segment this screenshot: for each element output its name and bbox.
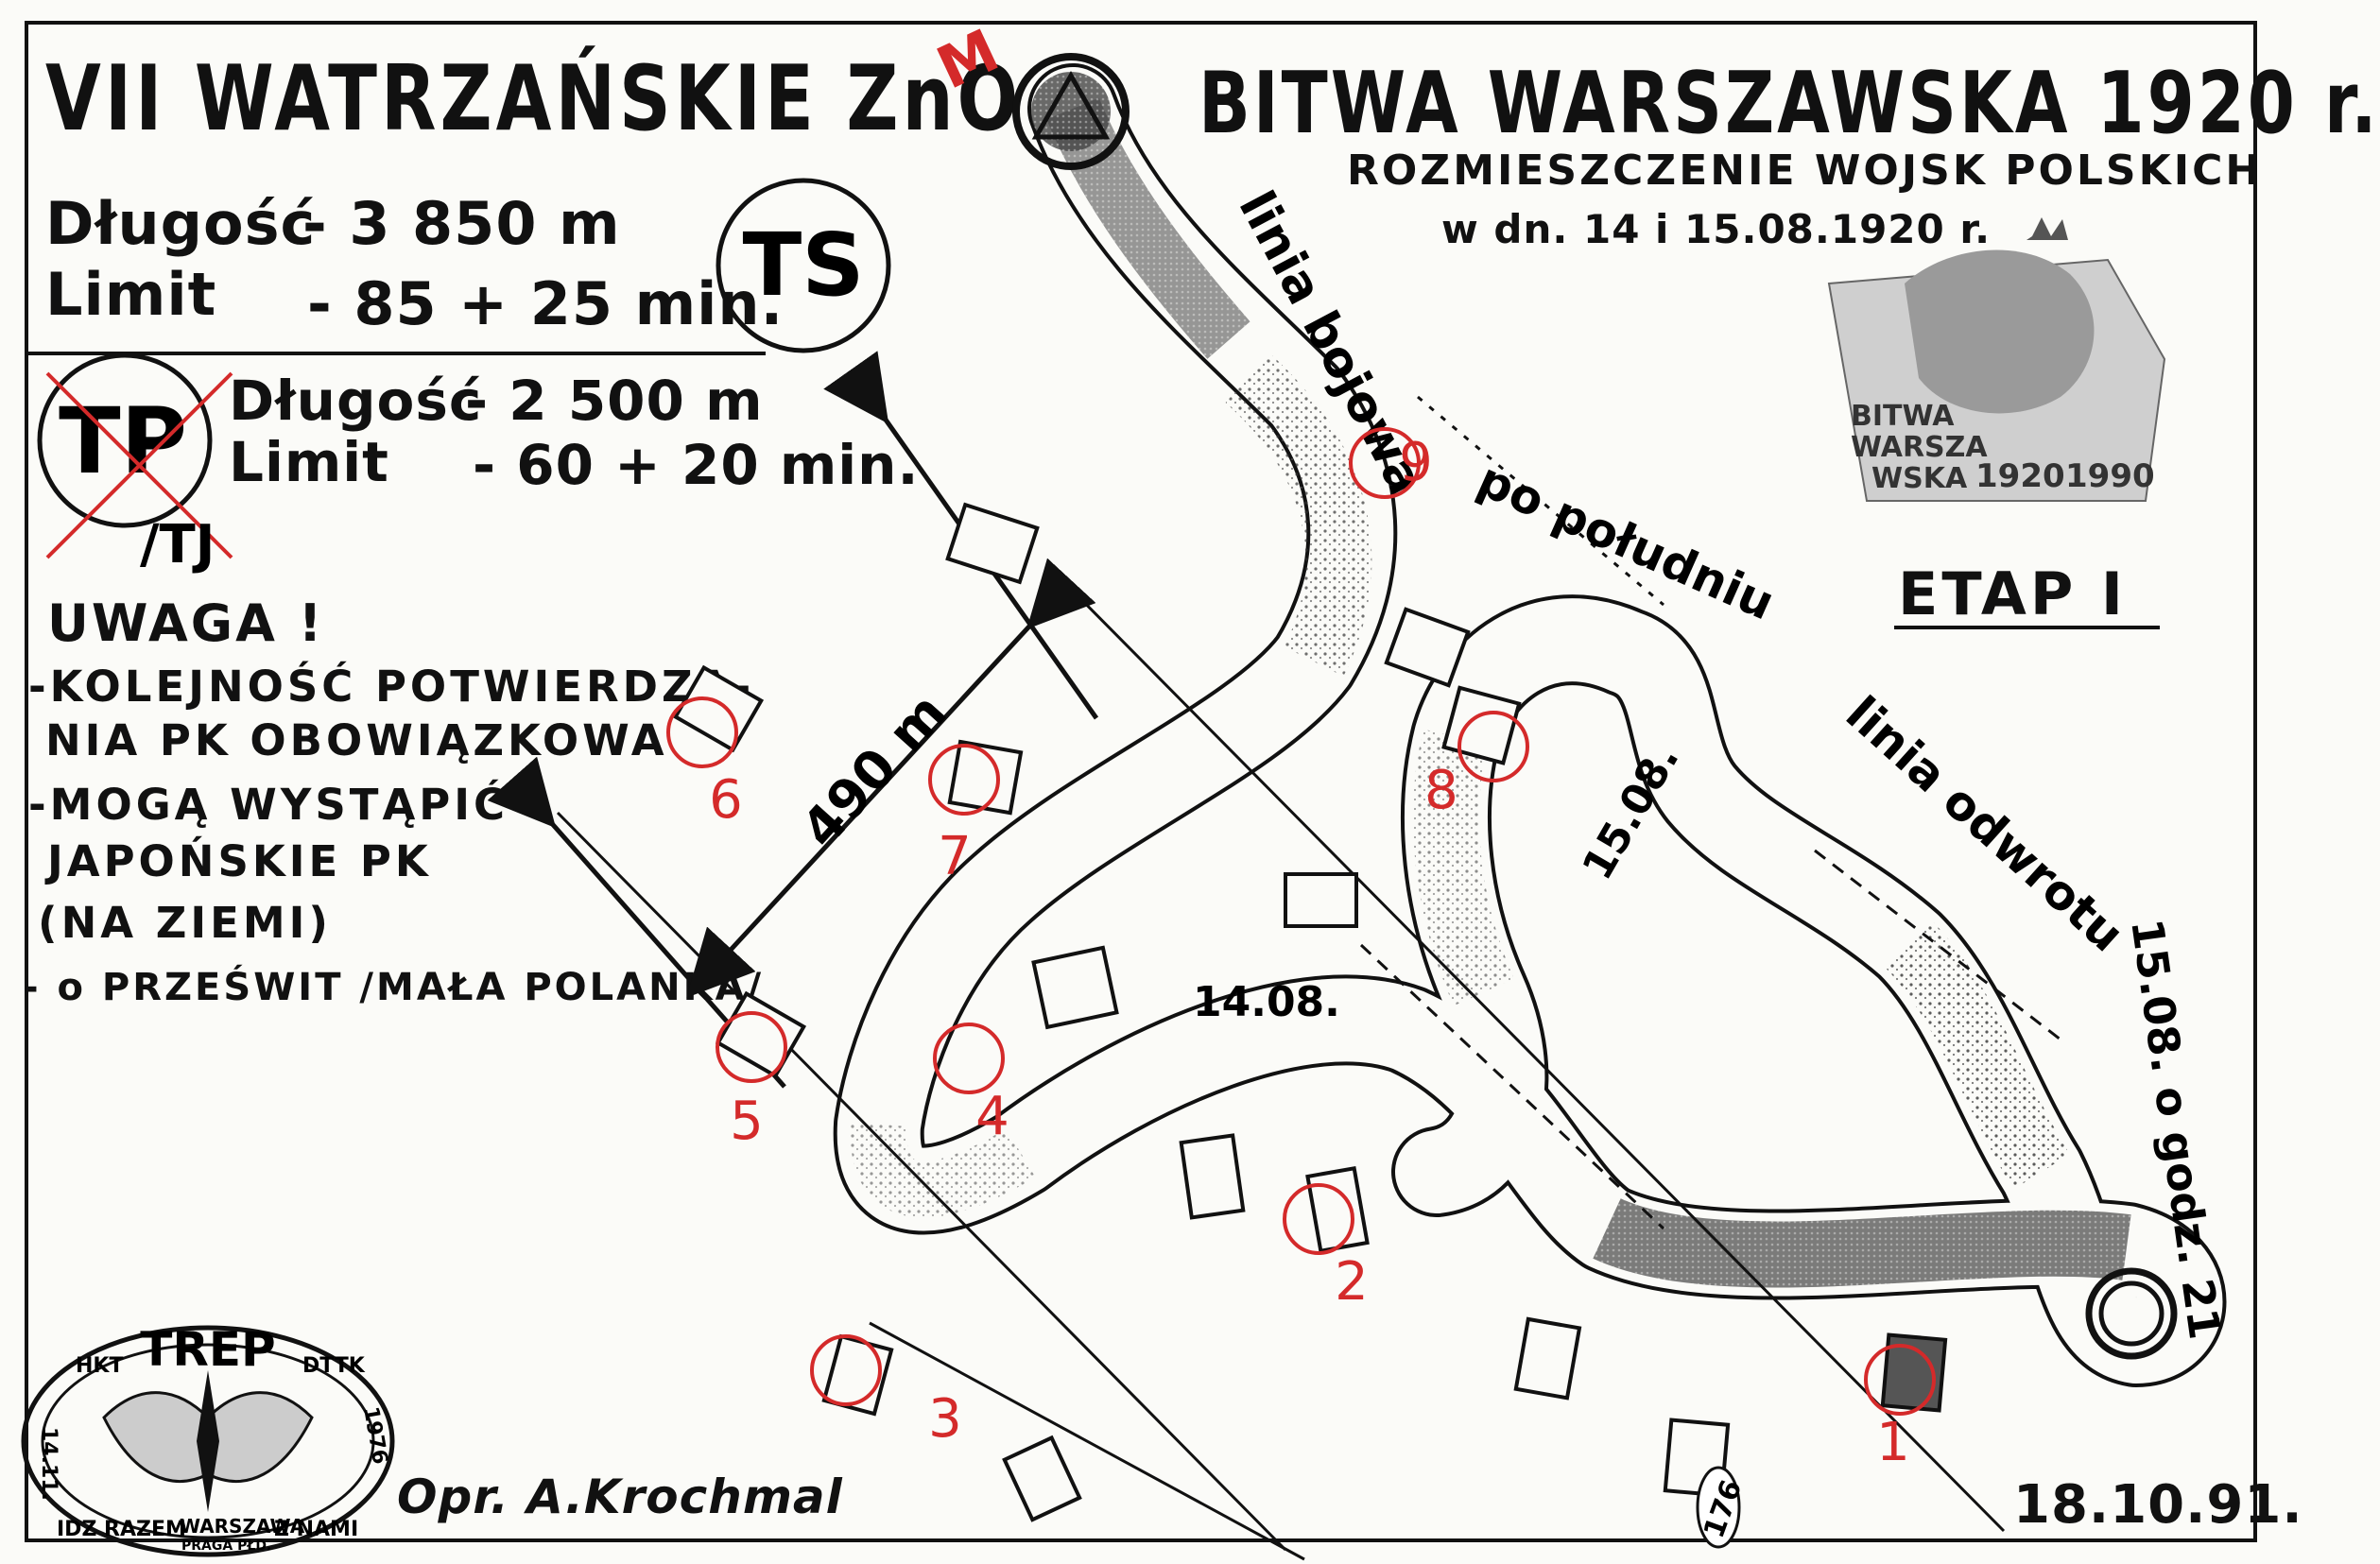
control-number-9: 9 <box>1399 432 1433 493</box>
control-circle-1 <box>1864 1344 1936 1416</box>
control-circle-2 <box>1283 1183 1354 1255</box>
battle-emblem: BITWA WARSZA WSKA 1920 1990 <box>1827 217 2166 502</box>
finish-point <box>2085 1267 2178 1360</box>
band-outline <box>833 63 2227 1387</box>
tp-limit-label: Limit <box>229 430 389 494</box>
control-circle-9 <box>1349 427 1421 499</box>
distance-label: 490 m <box>790 682 959 860</box>
author-credit: Opr. A.Krochmal <box>397 1469 843 1524</box>
control-circle-6 <box>666 696 738 768</box>
logo-text: HKT <box>76 1354 123 1378</box>
logo-text: Z NAMI <box>274 1518 358 1541</box>
emblem-year: 1990 <box>2065 457 2155 495</box>
logo-text: DTTK <box>302 1354 366 1378</box>
control-number-3: 3 <box>928 1388 962 1450</box>
orienteering-map-sheet: VII WATRZAŃSKIE ZnO BITWA WARSZAWSKA 192… <box>21 15 2377 1561</box>
emblem-year: 1920 <box>1975 457 2065 495</box>
control-circle-3 <box>810 1334 882 1406</box>
ts-length-value: - 3 850 m <box>302 189 621 258</box>
tp-length-value: - 2 500 m <box>465 369 764 433</box>
logo-text: IDZ RAZEM <box>57 1518 186 1541</box>
ts-limit-label: Limit <box>45 260 217 329</box>
control-circle-4 <box>933 1023 1005 1094</box>
logo-text: 14.11. <box>37 1427 60 1501</box>
control-circle-8 <box>1457 711 1529 782</box>
note-line: -KOLEJNOŚĆ POTWIERDZA- <box>28 662 755 712</box>
note-line: - o PRZEŚWIT /MAŁA POLANKA/ <box>23 966 765 1009</box>
control-circle-5 <box>716 1011 787 1083</box>
ts-length-label: Długość <box>45 189 317 258</box>
ts-badge: TS <box>742 215 864 316</box>
event-title: VII WATRZAŃSKIE ZnO <box>45 45 1023 151</box>
note-line: JAPOŃSKIE PK <box>47 836 432 886</box>
map-date: 18.10.91. <box>2013 1474 2303 1536</box>
control-number-1: 1 <box>1876 1412 1910 1473</box>
control-circle-7 <box>928 744 1000 816</box>
notes-heading: UWAGA ! <box>47 593 325 653</box>
control-number-5: 5 <box>730 1091 764 1152</box>
header-graphics: TS TP /TJ <box>28 178 2160 629</box>
note-line: NIA PK OBOWIĄZKOWA <box>45 715 668 765</box>
ts-limit-value: - 85 + 25 min. <box>307 269 785 338</box>
tp-limit-value: - 60 + 20 min. <box>473 433 920 497</box>
map-subtitle-1: ROZMIESZCZENIE WOJSK POLSKICH <box>1347 146 2264 195</box>
emblem-text: WARSZA <box>1851 431 1988 464</box>
map-title: BITWA WARSZAWSKA 1920 r. <box>1199 53 2380 152</box>
map-frame <box>25 21 2257 1542</box>
control-number-7: 7 <box>938 826 972 887</box>
logo-text: WARSZAWA <box>180 1515 305 1538</box>
control-number-4: 4 <box>975 1086 1009 1147</box>
note-line: (NA ZIEMI) <box>38 898 332 948</box>
control-number-6: 6 <box>709 769 743 831</box>
map-symbols <box>672 502 1948 1522</box>
tp-length-label: Długość <box>229 369 483 433</box>
ts-badge-circle <box>716 178 891 353</box>
control-number-2: 2 <box>1335 1251 1369 1313</box>
map-drawing: TS TP /TJ BITWA WARSZA WSKA 1920 1990 <box>21 15 2231 1561</box>
note-line: -MOGĄ WYSTĄPIĆ <box>28 780 509 830</box>
stamp-number: 176 <box>1696 1466 1749 1549</box>
emblem-text: BITWA <box>1851 400 1955 433</box>
start-label: M <box>926 15 1009 102</box>
stage-label: ETAP I <box>1898 559 2127 628</box>
tp-badge-circle <box>37 352 213 528</box>
map-subtitle-2: w dn. 14 i 15.08.1920 r. <box>1441 206 1992 252</box>
emblem-text: WSKA <box>1871 462 1968 495</box>
logo-title: TREP <box>140 1322 275 1377</box>
club-logo: TREP HKT DTTK 14.11. 1976 IDZ RAZEM WARS… <box>21 1322 395 1557</box>
logo-text: PRAGA PŁD. <box>181 1538 271 1554</box>
straight-lines <box>556 395 2061 1561</box>
control-number-8: 8 <box>1424 760 1458 821</box>
control-points: 1 2 3 4 5 6 7 8 9 <box>666 427 1936 1473</box>
date-1408-label: 14.08. <box>1193 978 1340 1026</box>
tp-badge-suffix: /TJ <box>140 514 216 576</box>
distance-arrows <box>487 351 1099 1089</box>
